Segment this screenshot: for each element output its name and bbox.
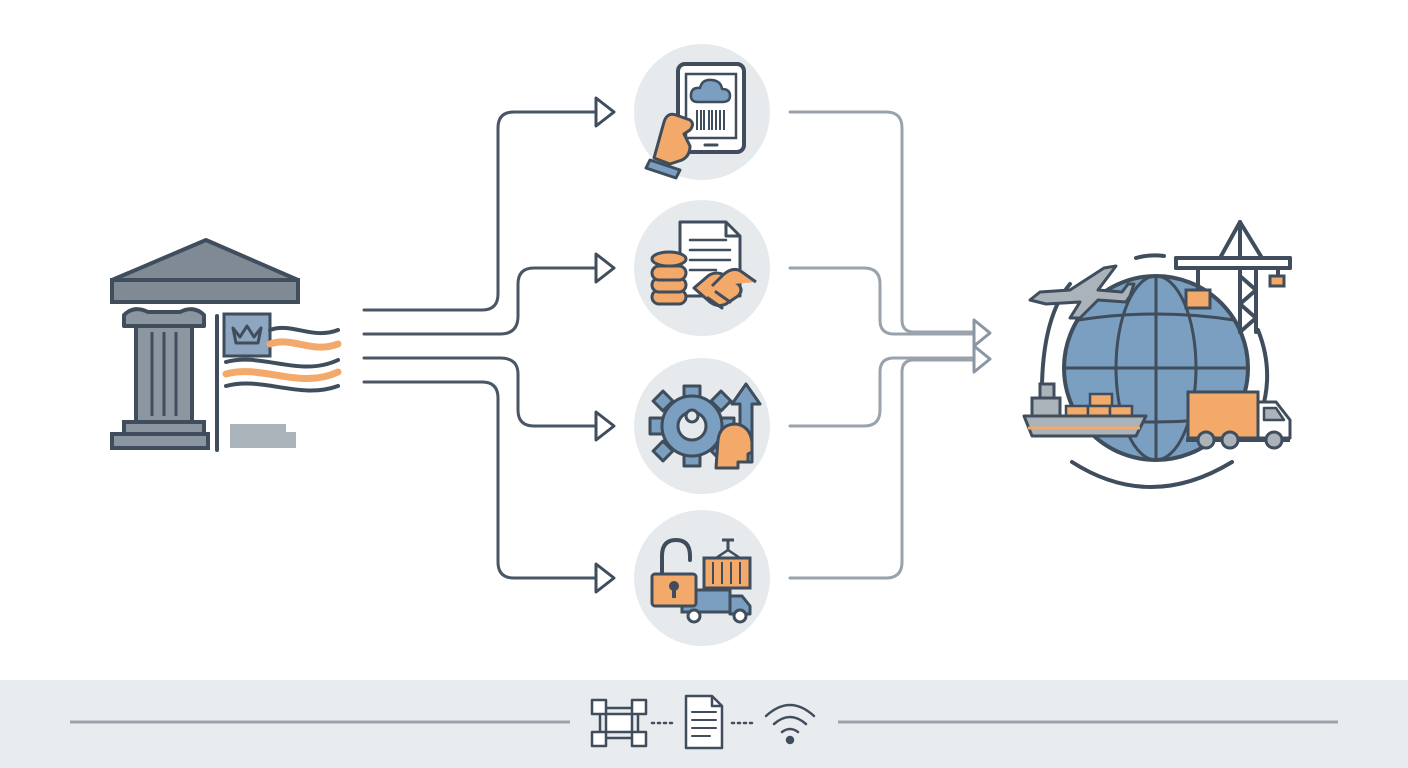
left-arrowheads: [594, 96, 616, 594]
connector-to-stage-1: [362, 110, 596, 312]
blockchain-network-icon: [590, 698, 648, 748]
connector-from-stage-3: [788, 356, 974, 428]
document-icon: [684, 694, 724, 750]
arrowhead-4: [594, 562, 616, 594]
left-connectors: [362, 110, 596, 580]
trade-unlock-cargo-icon: [634, 510, 770, 646]
connector-to-stage-3: [362, 356, 596, 428]
connector-from-stage-1: [788, 110, 974, 334]
connector-to-stage-2: [362, 266, 596, 336]
government-institution-with-flag-icon: [110, 238, 342, 452]
arrowhead-1: [594, 96, 616, 128]
connector-from-stage-4: [788, 358, 974, 580]
global-trade-logistics-icon: [1022, 220, 1292, 489]
arrowhead-3: [594, 410, 616, 442]
connector-to-stage-4: [362, 380, 596, 580]
footer-band: [0, 680, 1408, 768]
connector-from-stage-2: [788, 266, 974, 336]
arrowhead-2: [594, 252, 616, 284]
footer-icon-strip: [70, 694, 1338, 750]
wireless-signal-icon: [764, 703, 816, 745]
finance-agreement-handshake-icon: [634, 200, 770, 336]
digital-tablet-cloud-barcode-icon: [634, 44, 770, 180]
right-connectors: [788, 110, 974, 580]
workforce-growth-gear-icon: [634, 358, 770, 494]
right-arrowheads: [972, 318, 992, 374]
